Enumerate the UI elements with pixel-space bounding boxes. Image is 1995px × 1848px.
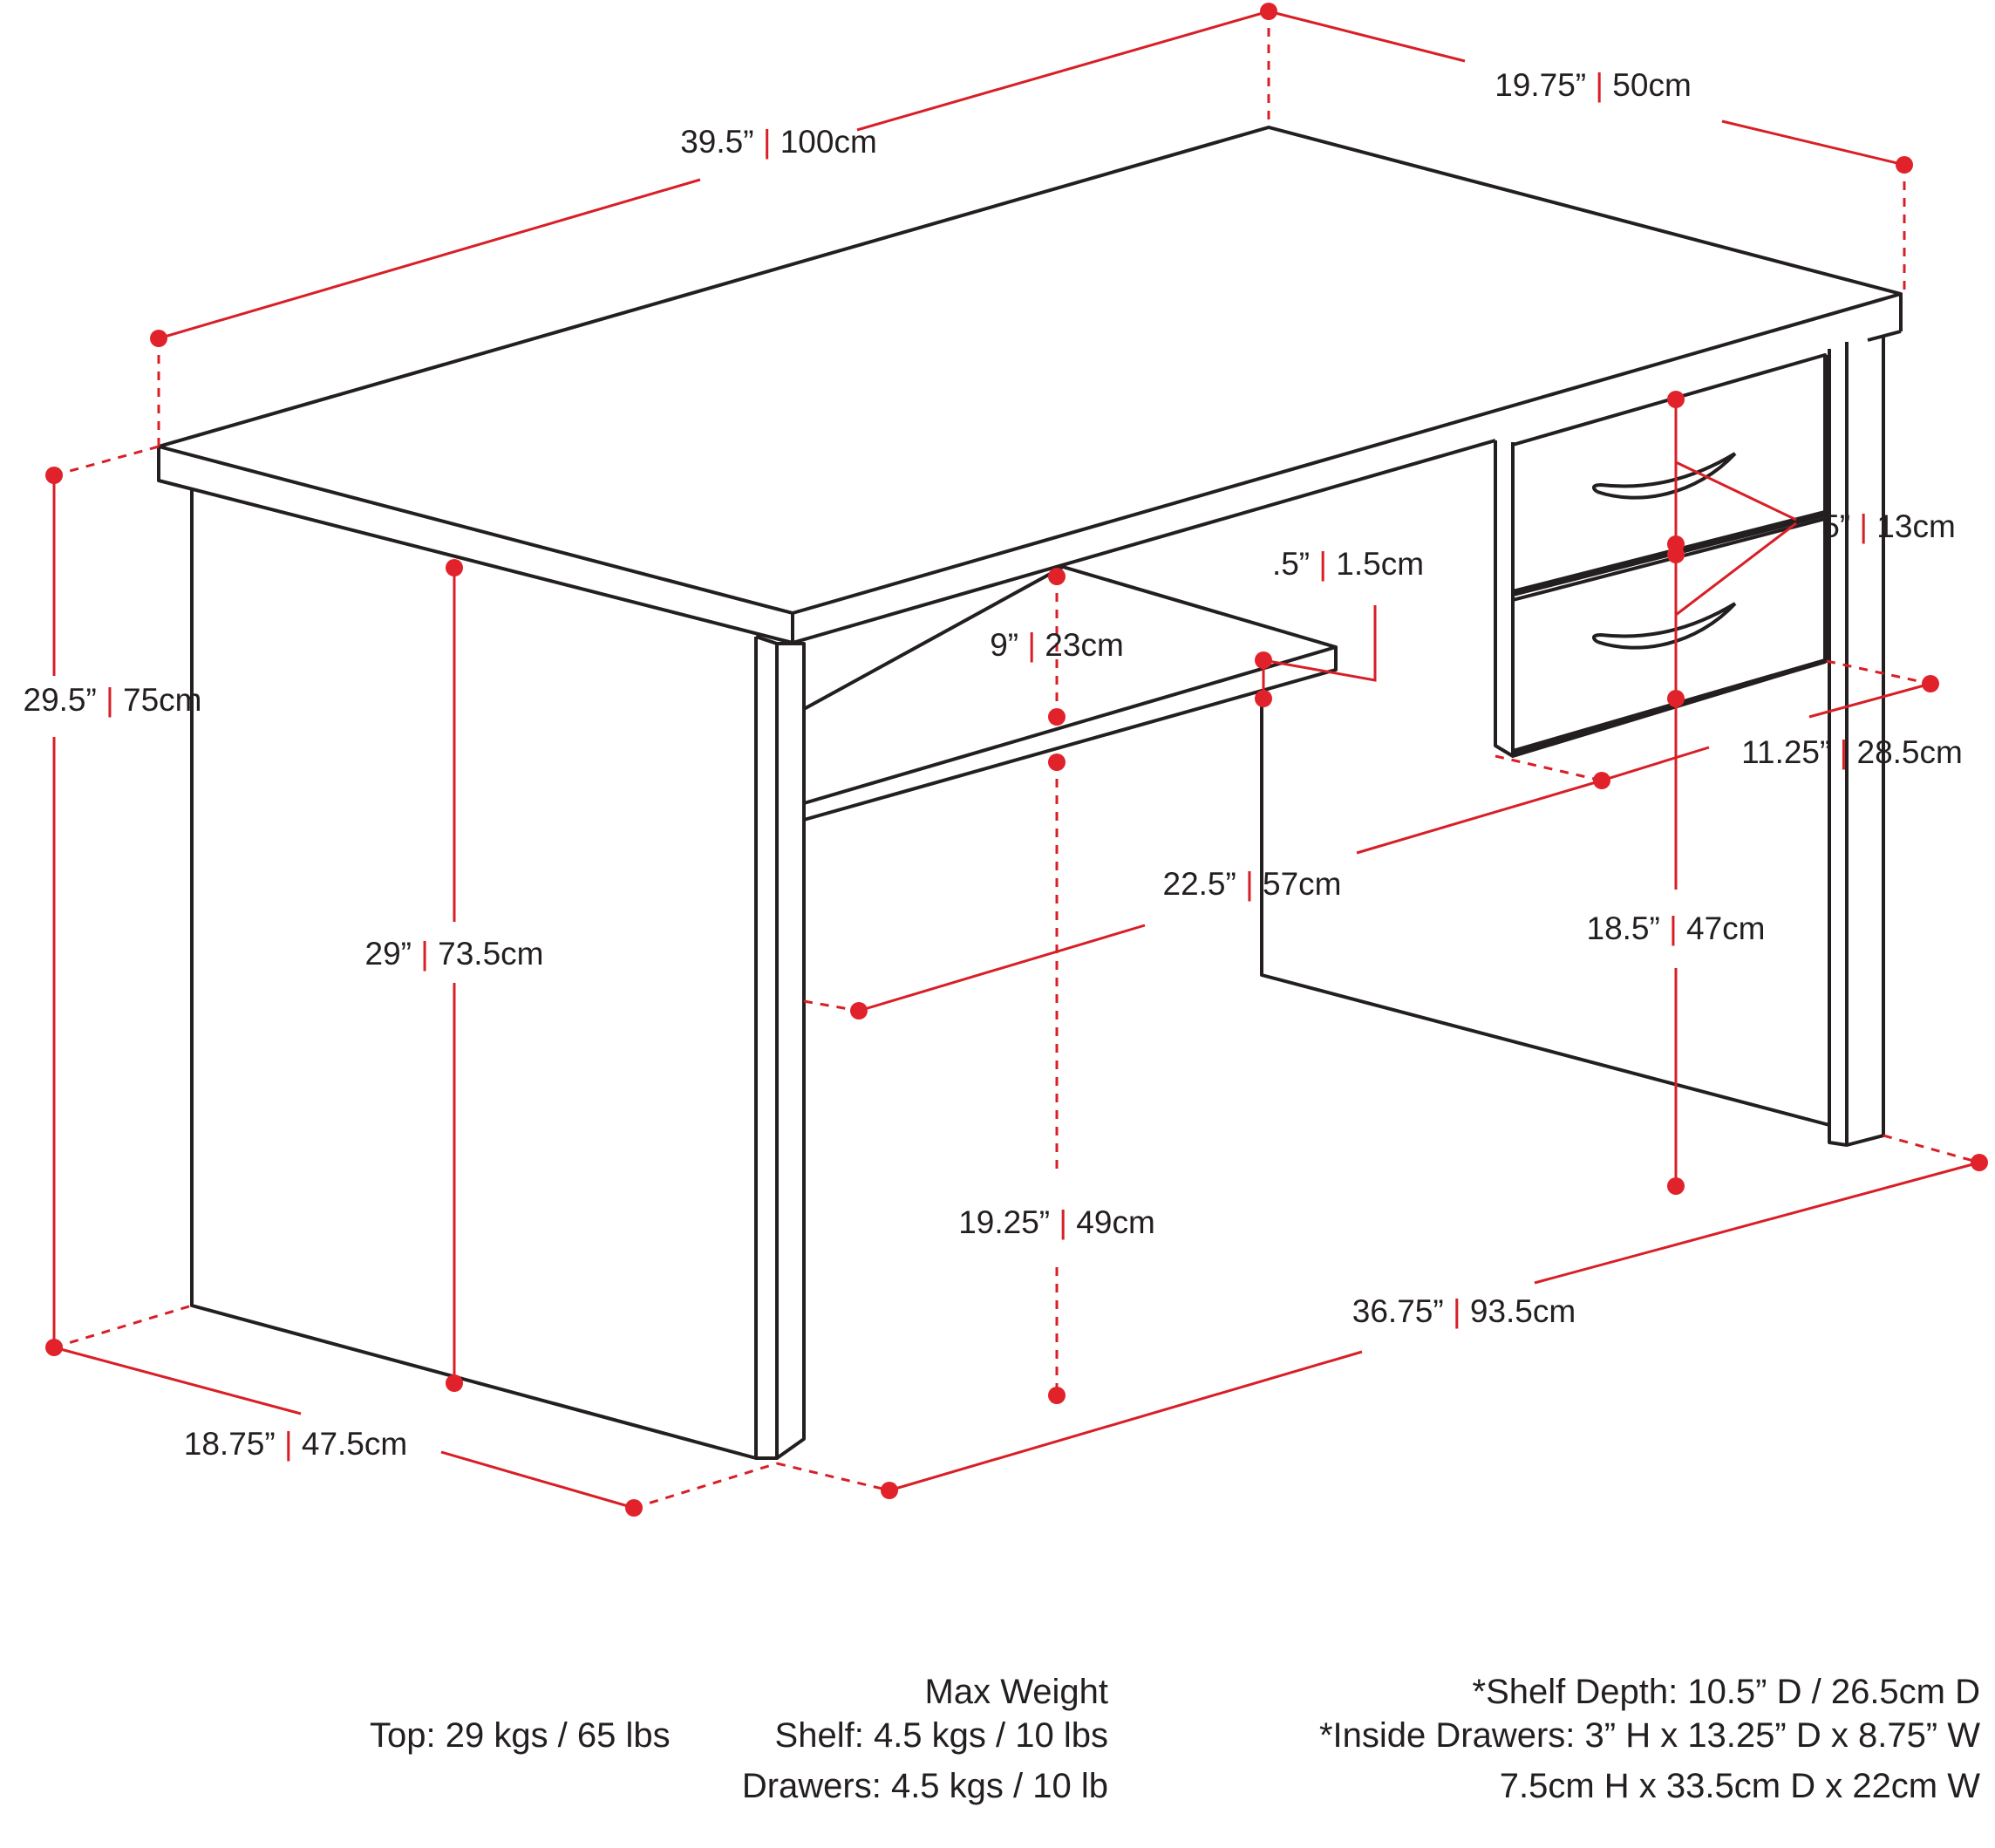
dim-shelf-clearance-label: 19.25” | 49cm (958, 1204, 1155, 1240)
dim-shelf-gap-label: 9” | 23cm (990, 627, 1124, 663)
left-panel-edge-back (775, 642, 806, 1460)
left-panel (190, 489, 758, 1460)
dimension-lines (52, 10, 1980, 1510)
max-weight-top: Top: 29 kgs / 65 lbs (370, 1716, 671, 1755)
shelf-top (802, 565, 1338, 805)
dimension-labels: 39.5” | 100cm 19.75” | 50cm 29.5” | 75cm… (24, 67, 1963, 1462)
drawer-handle-bottom (1591, 602, 1737, 650)
max-weight-title: Max Weight (924, 1673, 1108, 1711)
dim-inner-width-label: 36.75” | 93.5cm (1352, 1293, 1576, 1329)
dim-shelf-thickness-label: .5” | 1.5cm (1272, 546, 1424, 582)
dim-width-label: 39.5” | 100cm (680, 124, 877, 160)
desk-top-right-edge (792, 439, 1496, 644)
dim-shelf-width-label: 22.5” | 57cm (1163, 866, 1342, 902)
dim-drawer-width-label: 11.25” | 28.5cm (1741, 734, 1963, 770)
drawer-bottom-edge (1512, 658, 1826, 754)
desk-top-front-edge (157, 447, 794, 644)
dim-depth-label: 19.75” | 50cm (1495, 67, 1692, 103)
dim-panel-depth-label: 18.75” | 47.5cm (184, 1426, 407, 1462)
max-weight-drawers: Drawers: 4.5 kgs / 10 lb (741, 1767, 1108, 1805)
inside-drawers-note: *Inside Drawers: 3” H x 13.25” D x 8.75”… (1318, 1716, 1980, 1755)
desk-top (157, 126, 1903, 615)
shelf-depth-note: *Shelf Depth: 10.5” D / 26.5cm D (1472, 1673, 1981, 1711)
dimension-dots (45, 3, 1988, 1517)
shelf-front (802, 647, 1338, 822)
rear-panel (1260, 703, 1830, 1127)
dim-drawer-clearance-label: 18.5” | 47cm (1587, 910, 1766, 946)
desk-drawing (157, 126, 1903, 1460)
inside-drawers-metric: 7.5cm H x 33.5cm D x 22cm W (1499, 1767, 1980, 1805)
dim-drawer-height-label: 5” | 13cm (1821, 508, 1956, 544)
dim-panel-height-label: 29” | 73.5cm (365, 936, 544, 972)
max-weight-shelf: Shelf: 4.5 kgs / 10 lbs (774, 1716, 1108, 1755)
left-panel-edge (755, 635, 779, 1460)
drawer-handle-top (1591, 452, 1737, 500)
dim-height-label: 29.5” | 75cm (24, 682, 202, 718)
